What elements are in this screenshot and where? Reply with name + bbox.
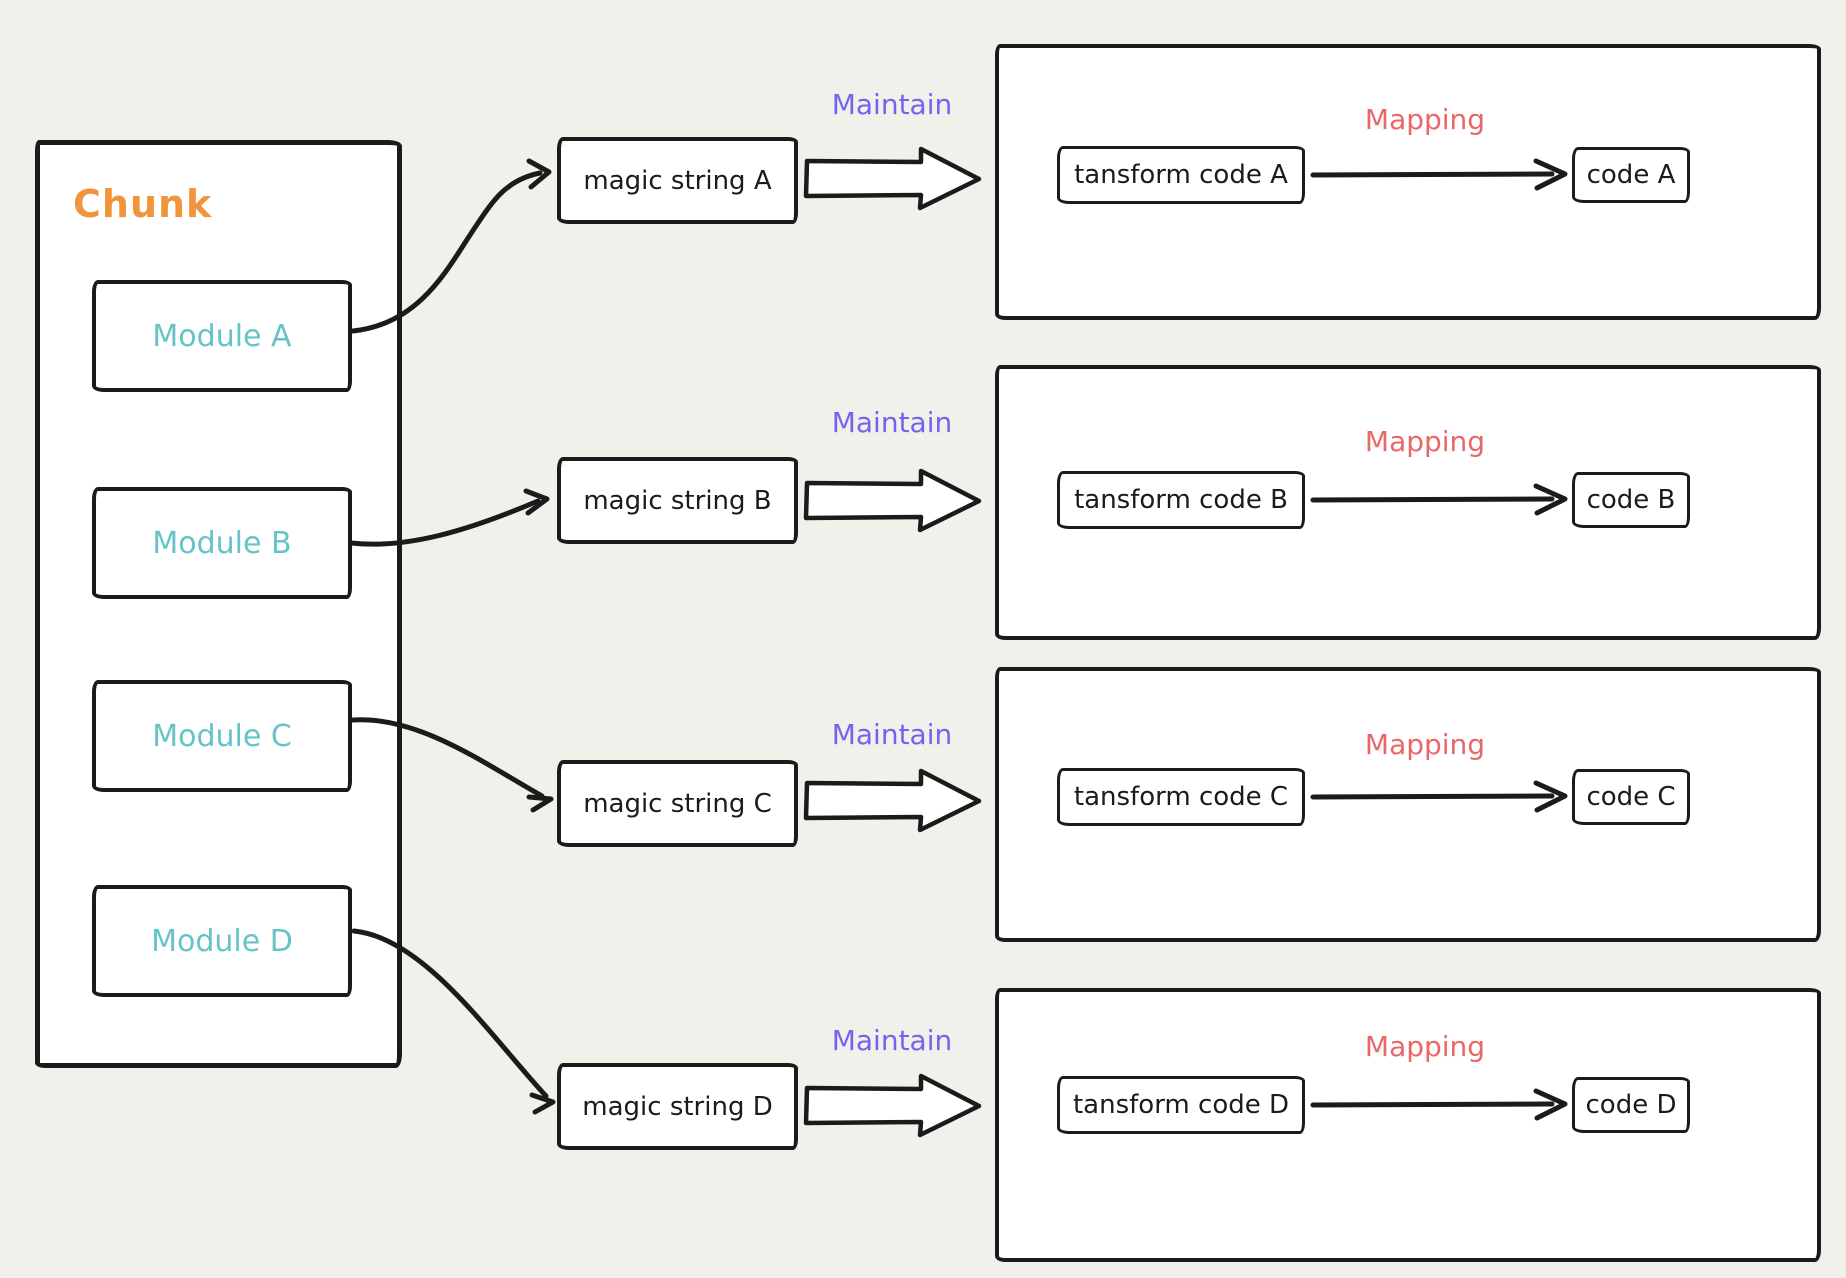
mapping-label-a: Mapping xyxy=(1364,103,1486,136)
module-box-b: Module B xyxy=(92,487,352,599)
transform-code-box-a: tansform code A xyxy=(1057,146,1305,204)
code-box-c: code C xyxy=(1572,769,1690,825)
mapping-label-c: Mapping xyxy=(1364,728,1486,761)
module-box-c: Module C xyxy=(92,680,352,792)
mapping-panel-b: tansform code B Mapping code B xyxy=(995,365,1821,640)
mapping-panel-d: tansform code D Mapping code D xyxy=(995,988,1821,1262)
transform-code-b-label: tansform code B xyxy=(1074,485,1288,515)
maintain-label-c: Maintain xyxy=(831,718,953,751)
maintain-block-arrow-d xyxy=(803,1073,982,1138)
magic-string-c-label: magic string C xyxy=(583,788,772,819)
module-d-label: Module D xyxy=(151,923,293,959)
module-box-d: Module D xyxy=(92,885,352,997)
maintain-label-b: Maintain xyxy=(831,406,953,439)
transform-code-d-label: tansform code D xyxy=(1072,1090,1290,1120)
module-b-label: Module B xyxy=(152,525,292,561)
transform-code-box-b: tansform code B xyxy=(1057,471,1305,529)
maintain-label-a: Maintain xyxy=(831,88,953,121)
mapping-label-d: Mapping xyxy=(1364,1030,1486,1063)
code-d-label: code D xyxy=(1585,1090,1677,1120)
code-box-a: code A xyxy=(1572,147,1690,203)
transform-code-c-label: tansform code C xyxy=(1073,782,1289,812)
maintain-block-arrow-b xyxy=(803,468,982,533)
chunk-label: Chunk xyxy=(73,182,213,226)
magic-string-a-label: magic string A xyxy=(583,165,772,196)
magic-string-box-c: magic string C xyxy=(557,760,798,847)
code-box-b: code B xyxy=(1572,472,1690,528)
magic-string-box-d: magic string D xyxy=(557,1063,798,1150)
mapping-label-b: Mapping xyxy=(1364,425,1486,458)
mapping-panel-a: tansform code A Mapping code A xyxy=(995,44,1821,320)
transform-code-a-label: tansform code A xyxy=(1074,160,1288,190)
magic-string-box-a: magic string A xyxy=(557,137,798,224)
maintain-block-arrow-a xyxy=(803,146,982,211)
maintain-block-arrow-c xyxy=(803,768,982,833)
module-a-label: Module A xyxy=(152,318,292,354)
code-b-label: code B xyxy=(1586,485,1676,515)
transform-code-box-d: tansform code D xyxy=(1057,1076,1305,1134)
maintain-label-d: Maintain xyxy=(831,1024,953,1057)
transform-code-box-c: tansform code C xyxy=(1057,768,1305,826)
module-box-a: Module A xyxy=(92,280,352,392)
code-box-d: code D xyxy=(1572,1077,1690,1133)
code-c-label: code C xyxy=(1586,782,1676,812)
magic-string-d-label: magic string D xyxy=(582,1091,773,1122)
magic-string-box-b: magic string B xyxy=(557,457,798,544)
code-a-label: code A xyxy=(1586,160,1676,190)
magic-string-b-label: magic string B xyxy=(583,485,772,516)
mapping-panel-c: tansform code C Mapping code C xyxy=(995,667,1821,942)
module-c-label: Module C xyxy=(152,718,292,754)
